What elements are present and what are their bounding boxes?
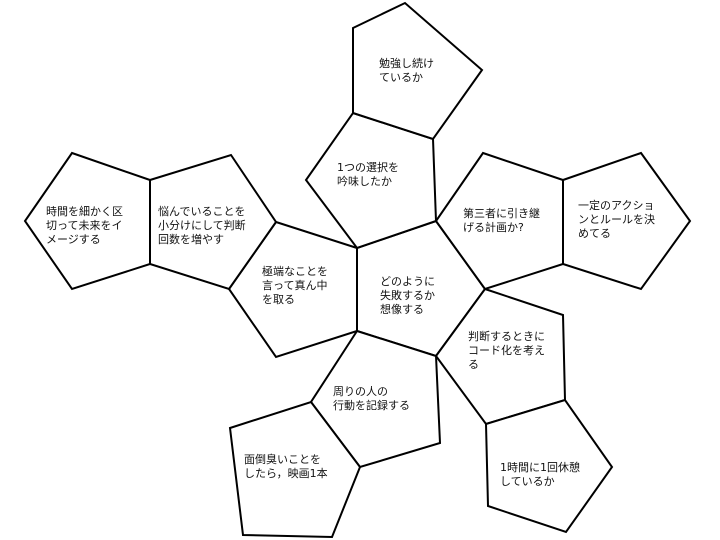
pentagon-actions-rules xyxy=(562,151,692,291)
label-center: どのように 失敗するか 想像する xyxy=(380,275,435,316)
label-movie: 面倒臭いことを したら，映画1本 xyxy=(244,453,328,480)
label-extreme: 極端なことを 言って真ん中 を取る xyxy=(262,265,328,306)
pentagon-movie xyxy=(228,400,362,539)
pentagon-keep-studying xyxy=(352,1,484,141)
label-choices: 1つの選択を 吟味したか xyxy=(337,161,399,188)
label-hourly-break: 1時間に1回休憩 しているか xyxy=(500,461,580,488)
label-actions-rules: 一定のアクショ ンとルールを決 めてる xyxy=(578,199,655,240)
pentagon-hourly-break xyxy=(484,398,614,534)
label-time-slice: 時間を細かく区 切って未来をイ メージする xyxy=(46,205,123,246)
label-third-party: 第三者に引き継 げる計画か? xyxy=(463,207,540,234)
label-worry: 悩んでいることを 小分けにして判断 回数を増やす xyxy=(158,205,246,246)
label-keep-studying: 勉強し続け ているか xyxy=(379,57,434,84)
pentagon-third-party xyxy=(434,151,564,291)
pentagon-others xyxy=(309,329,442,469)
label-codify: 判断するときに コード化を考え る xyxy=(468,330,545,371)
label-others: 周りの人の 行動を記録する xyxy=(333,385,410,412)
pentagon-time-slice xyxy=(23,151,151,291)
